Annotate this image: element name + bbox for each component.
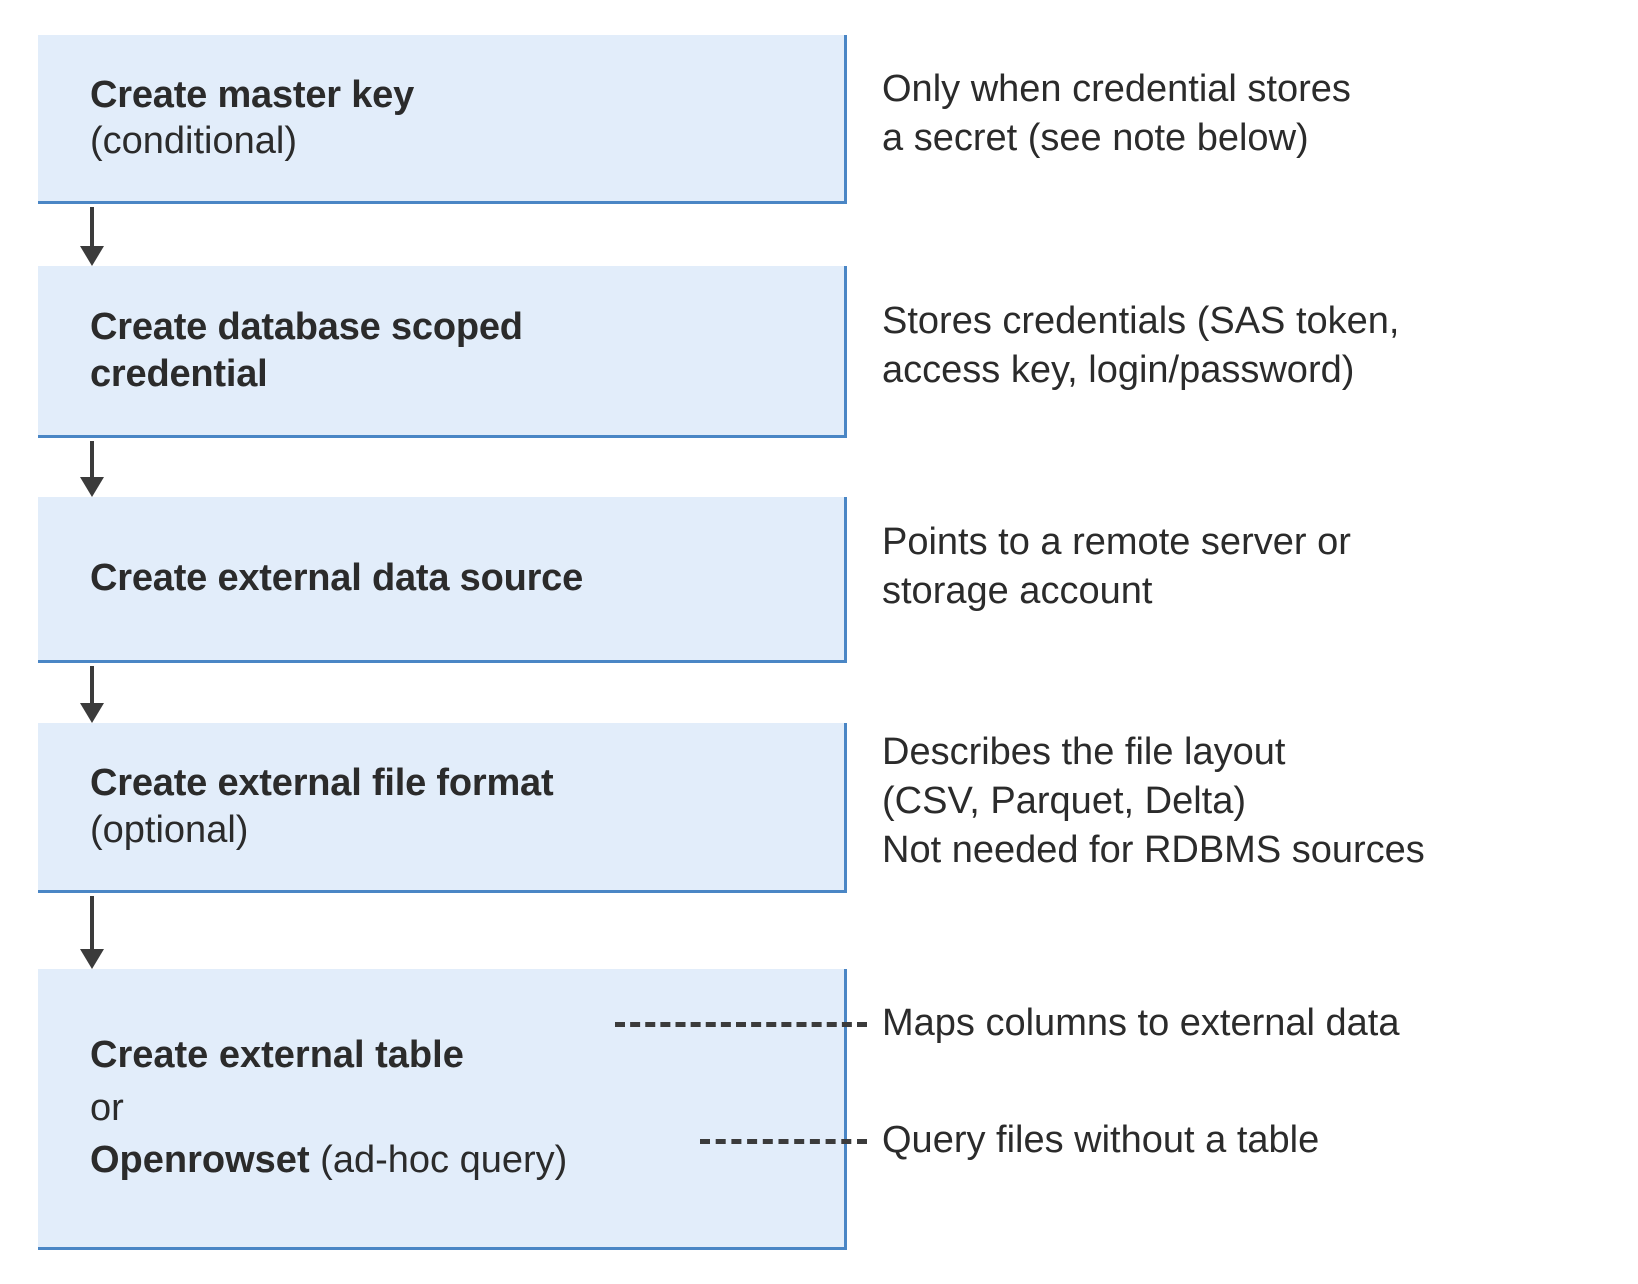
- flow-node-master-key-title: Create master key: [90, 73, 415, 116]
- arrow-stem: [90, 666, 94, 703]
- dashed-connector-openrowset: [700, 1139, 867, 1144]
- flow-node-database-scoped-credential-content: Create database scoped credential: [38, 304, 844, 397]
- annotation-external-file-format: Describes the file layout (CSV, Parquet,…: [882, 731, 1425, 872]
- arrow-down-icon-3: [80, 666, 104, 723]
- flow-node-master-key-subtitle: (conditional): [90, 120, 297, 162]
- flow-node-database-scoped-credential[interactable]: Create database scoped credential: [38, 266, 847, 438]
- annotation-database-scoped-credential: Stores credentials (SAS token, access ke…: [882, 300, 1400, 392]
- external-table-label: Create external table: [90, 1034, 464, 1077]
- arrow-stem: [90, 896, 94, 949]
- arrow-stem: [90, 441, 94, 477]
- arrow-head: [80, 477, 104, 497]
- flow-node-master-key[interactable]: Create master key (conditional): [38, 35, 847, 204]
- flow-node-database-scoped-credential-title: Create database scoped credential: [90, 306, 523, 395]
- annotation-master-key: Only when credential stores a secret (se…: [882, 68, 1351, 160]
- annotation-openrowset: Query files without a table: [882, 1119, 1320, 1161]
- flow-node-openrowset-title: Openrowset (ad-hoc query): [90, 1134, 830, 1186]
- annotation-external-table: Maps columns to external data: [882, 1002, 1400, 1044]
- flow-node-external-data-source[interactable]: Create external data source: [38, 497, 847, 663]
- arrow-head: [80, 703, 104, 723]
- annotation-external-data-source: Points to a remote server or storage acc…: [882, 521, 1351, 613]
- arrow-down-icon-2: [80, 441, 104, 497]
- flow-node-external-file-format-subtitle: (optional): [90, 808, 249, 851]
- flow-node-external-table-content: Create external table or Openrowset (ad-…: [38, 1029, 844, 1186]
- arrow-down-icon-1: [80, 207, 104, 266]
- flow-node-external-file-format-content: Create external file format (optional): [38, 760, 844, 853]
- arrow-stem: [90, 207, 94, 246]
- flow-node-master-key-content: Create master key (conditional): [38, 72, 844, 165]
- flow-node-external-data-source-title: Create external data source: [90, 557, 584, 600]
- openrowset-label: Openrowset: [90, 1139, 310, 1182]
- flow-node-external-file-format-title: Create external file format: [90, 762, 554, 805]
- flow-node-external-data-source-content: Create external data source: [38, 555, 844, 601]
- flow-node-external-file-format[interactable]: Create external file format (optional): [38, 723, 847, 893]
- openrowset-suffix: (ad-hoc query): [309, 1139, 568, 1182]
- arrow-head: [80, 949, 104, 969]
- arrow-head: [80, 246, 104, 266]
- arrow-down-icon-4: [80, 896, 104, 969]
- dashed-connector-external-table: [615, 1022, 867, 1027]
- flow-node-external-table-or-openrowset[interactable]: Create external table or Openrowset (ad-…: [38, 969, 847, 1250]
- flow-node-external-table-title: Create external table: [90, 1029, 830, 1081]
- flow-node-or-label: or: [90, 1086, 124, 1129]
